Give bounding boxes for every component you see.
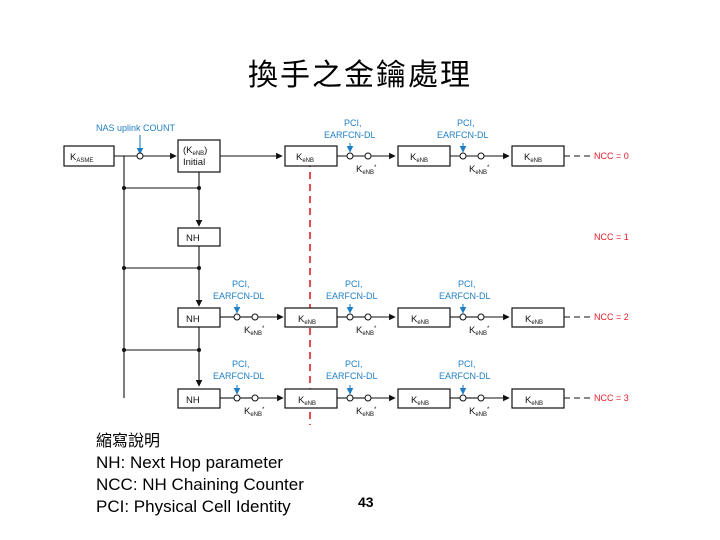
kdf-node bbox=[346, 152, 354, 160]
svg-text:PCI,: PCI, bbox=[232, 359, 250, 369]
nh-box-r1 bbox=[177, 227, 221, 247]
legend-item-nh: NH: Next Hop parameter bbox=[96, 453, 284, 472]
initial-kenb-box bbox=[177, 139, 221, 173]
ncc-2-label: NCC = 2 bbox=[594, 312, 629, 322]
svg-text:KeNB*: KeNB* bbox=[469, 325, 490, 337]
svg-text:KeNB*: KeNB* bbox=[356, 406, 377, 418]
svg-text:EARFCN-DL: EARFCN-DL bbox=[326, 371, 378, 381]
svg-text:EARFCN-DL: EARFCN-DL bbox=[213, 291, 265, 301]
nas-uplink-count-label: NAS uplink COUNT bbox=[96, 123, 176, 133]
svg-text:KeNB: KeNB bbox=[411, 395, 429, 407]
svg-text:KeNB: KeNB bbox=[411, 314, 429, 326]
svg-text:KeNB*: KeNB* bbox=[244, 325, 265, 337]
pci-label: PCI, bbox=[457, 118, 475, 128]
slide-title: 換手之金鑰處理 bbox=[248, 58, 472, 93]
svg-text:PCI,: PCI, bbox=[345, 279, 363, 289]
kdf-node bbox=[251, 313, 259, 321]
ncc-0-label: NCC = 0 bbox=[594, 151, 629, 161]
kdf-node bbox=[233, 313, 241, 321]
svg-text:EARFCN-DL: EARFCN-DL bbox=[326, 291, 378, 301]
svg-text:NH: NH bbox=[186, 233, 200, 244]
ncc-3-label: NCC = 3 bbox=[594, 393, 629, 403]
svg-text:EARFCN-DL: EARFCN-DL bbox=[439, 371, 491, 381]
earfcn-label: EARFCN-DL bbox=[324, 130, 376, 140]
svg-text:EARFCN-DL: EARFCN-DL bbox=[213, 371, 265, 381]
svg-text:KeNB*: KeNB* bbox=[356, 164, 377, 176]
svg-text:KeNB*: KeNB* bbox=[469, 164, 490, 176]
pci-label: PCI, bbox=[344, 118, 362, 128]
kdf-node bbox=[459, 152, 467, 160]
svg-text:KeNB: KeNB bbox=[525, 314, 543, 326]
svg-text:KeNB: KeNB bbox=[410, 152, 428, 164]
ncc-1-label: NCC = 1 bbox=[594, 232, 629, 242]
svg-text:KeNB*: KeNB* bbox=[244, 406, 265, 418]
page-number: 43 bbox=[358, 494, 374, 510]
legend-item-ncc: NCC: NH Chaining Counter bbox=[96, 475, 304, 494]
svg-text:KeNB: KeNB bbox=[524, 152, 542, 164]
kdf-node bbox=[136, 152, 144, 160]
svg-text:NH: NH bbox=[186, 395, 200, 406]
initial-label: Initial bbox=[183, 157, 205, 168]
svg-text:KeNB: KeNB bbox=[296, 152, 314, 164]
svg-text:PCI,: PCI, bbox=[345, 359, 363, 369]
kasme-label: KASME bbox=[70, 152, 93, 164]
legend-item-pci: PCI: Physical Cell Identity bbox=[96, 497, 291, 516]
svg-text:NH: NH bbox=[186, 314, 200, 325]
svg-text:KeNB: KeNB bbox=[298, 314, 316, 326]
svg-text:KeNB*: KeNB* bbox=[469, 406, 490, 418]
svg-text:KeNB: KeNB bbox=[298, 395, 316, 407]
earfcn-label: EARFCN-DL bbox=[437, 130, 489, 140]
svg-text:EARFCN-DL: EARFCN-DL bbox=[439, 291, 491, 301]
kdf-node bbox=[477, 152, 485, 160]
svg-text:PCI,: PCI, bbox=[458, 359, 476, 369]
svg-text:KeNB*: KeNB* bbox=[356, 325, 377, 337]
svg-text:KeNB: KeNB bbox=[525, 395, 543, 407]
initial-kenb-label: (KeNB) bbox=[183, 145, 207, 157]
svg-text:PCI,: PCI, bbox=[458, 279, 476, 289]
abbreviation-legend: 縮寫說明 NH: Next Hop parameter NCC: NH Chai… bbox=[96, 430, 304, 518]
legend-heading: 縮寫說明 bbox=[96, 431, 161, 450]
kdf-node bbox=[364, 152, 372, 160]
svg-text:PCI,: PCI, bbox=[232, 279, 250, 289]
